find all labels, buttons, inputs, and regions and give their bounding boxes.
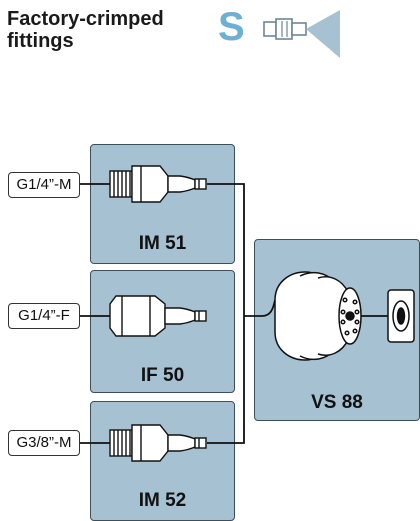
thread-label-if50: G1/4”-F xyxy=(8,303,80,329)
cup-code: VS 88 xyxy=(311,392,363,413)
fitting-box-im52: IM 52 xyxy=(90,401,235,521)
connector-port-icon xyxy=(387,289,415,343)
page-title: Factory-crimped fittings xyxy=(7,8,187,52)
connection-lines xyxy=(80,183,388,444)
fitting-code: IM 51 xyxy=(138,233,187,254)
fitting-series-icon xyxy=(263,10,340,58)
title-line-2: fittings xyxy=(7,30,74,52)
fitting-box-im51: IM 51 xyxy=(90,144,235,264)
male-fitting-icon xyxy=(109,424,207,462)
female-fitting-icon xyxy=(109,295,207,337)
thread-label-im51: G1/4”-M xyxy=(8,172,80,198)
fitting-code: IM 52 xyxy=(138,490,187,511)
suction-cup-icon xyxy=(274,271,362,361)
series-letter: S xyxy=(218,5,245,49)
male-fitting-icon xyxy=(109,165,207,203)
thread-label-im52: G3/8”-M xyxy=(8,430,80,456)
fitting-code: IF 50 xyxy=(140,365,185,386)
title-line-1: Factory-crimped xyxy=(7,8,164,30)
